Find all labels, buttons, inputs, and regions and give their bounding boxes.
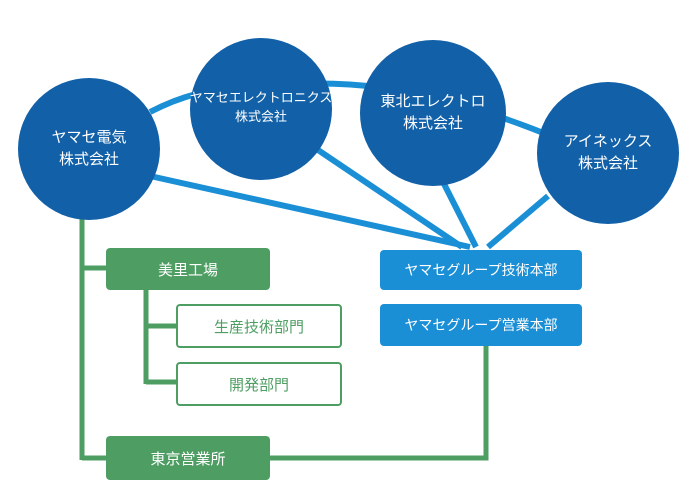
production-tech-box: 生産技術部門 [176,304,342,348]
company-circle-tohoku-electro: 東北エレクトロ 株式会社 [360,40,506,186]
tokyo-office-box: 東京営業所 [106,436,270,480]
company-name: ヤマセエレクトロニクス [189,91,333,107]
company-circle-yamase-electronics: ヤマセエレクトロニクス 株式会社 [190,38,332,180]
company-suffix: 株式会社 [577,154,638,172]
company-suffix: 株式会社 [234,110,287,125]
group-tech-hq-box: ヤマセグループ技術本部 [380,250,582,290]
tech-link-ainex [486,193,550,250]
development-box: 開発部門 [176,362,342,406]
company-name: 東北エレクトロ [380,92,486,111]
company-suffix: 株式会社 [58,150,119,168]
company-name: ヤマセ電気 [51,128,127,147]
tech-link-yamase-denki [149,173,471,250]
misato-factory-box: 美里工場 [106,248,270,290]
sales-to-tokyo-line [268,344,489,461]
company-circle-yamase-denki: ヤマセ電気 株式会社 [18,78,160,220]
tech-link-yamase-electronics [316,147,464,250]
company-name: アイネックス [563,132,653,151]
group-sales-hq-box: ヤマセグループ営業本部 [380,304,582,346]
company-circle-ainex: アイネックス 株式会社 [537,82,679,224]
tech-link-tohoku-electro [437,174,479,249]
company-suffix: 株式会社 [402,114,463,132]
